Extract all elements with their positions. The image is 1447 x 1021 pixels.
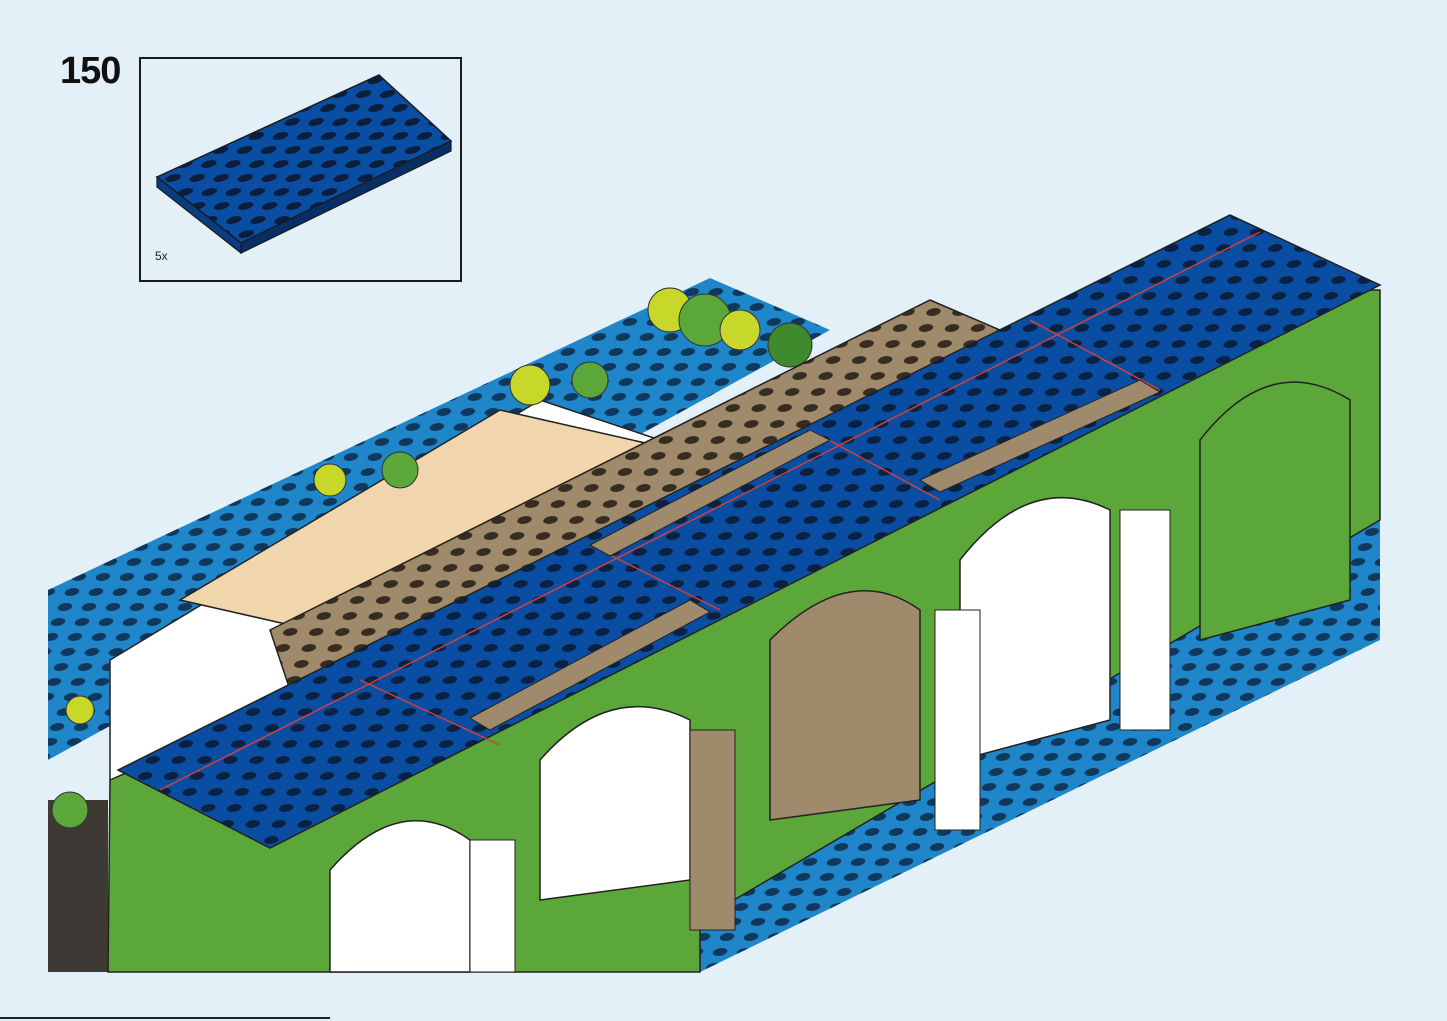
part-quantity: 5x (155, 249, 168, 263)
step-number: 150 (60, 50, 120, 93)
parts-callout: 5x (139, 57, 462, 282)
blue-plate-part-icon (141, 59, 461, 281)
page-edge-line (0, 1017, 330, 1019)
